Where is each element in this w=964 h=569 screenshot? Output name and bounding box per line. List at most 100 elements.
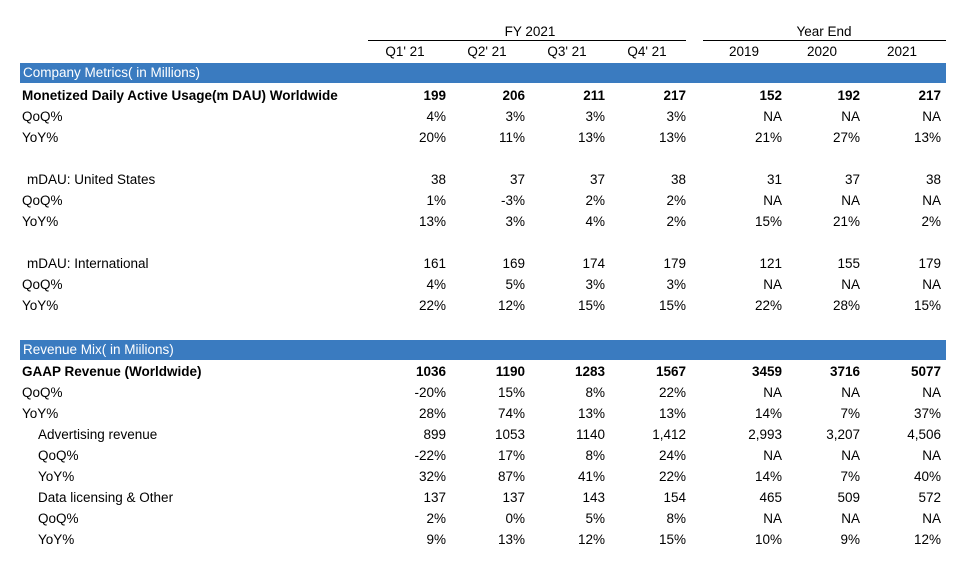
row-value-cell: NA <box>922 277 941 292</box>
row-value-cell: 17% <box>497 448 525 463</box>
column-header-q3: Q3' 21 <box>547 44 587 59</box>
row-value-cell: 13% <box>658 130 686 145</box>
row-value-cell: -22% <box>414 448 446 463</box>
row-value-cell: 12% <box>497 298 525 313</box>
row-value-cell: 179 <box>918 256 941 271</box>
row-value-cell: 20% <box>418 130 446 145</box>
row-value-cell: 899 <box>423 427 446 442</box>
row-value-cell: 13% <box>577 130 605 145</box>
row-value-cell: 4,506 <box>907 427 941 442</box>
row-value-cell: NA <box>841 277 860 292</box>
column-header-2021: 2021 <box>886 44 918 59</box>
row-label: QoQ% <box>22 385 63 400</box>
row-value-cell: 27% <box>832 130 860 145</box>
row-value-cell: 28% <box>832 298 860 313</box>
row-value-cell: NA <box>922 385 941 400</box>
row-value-cell: 1567 <box>655 364 686 379</box>
row-value-cell: 1036 <box>415 364 446 379</box>
row-value-cell: 572 <box>918 490 941 505</box>
row-value-cell: NA <box>841 511 860 526</box>
row-value-cell: NA <box>922 109 941 124</box>
column-header-2020: 2020 <box>806 44 838 59</box>
row-value-cell: 13% <box>658 406 686 421</box>
row-value-cell: 143 <box>582 490 605 505</box>
row-value-cell: NA <box>922 193 941 208</box>
row-label: YoY% <box>38 469 75 484</box>
row-value-cell: 4% <box>426 109 446 124</box>
row-value-cell: 1190 <box>495 364 525 379</box>
row-value-cell: 3,207 <box>826 427 860 442</box>
row-value-cell: 31 <box>766 172 782 187</box>
row-value-cell: 15% <box>754 214 782 229</box>
row-value-cell: 15% <box>577 298 605 313</box>
row-value-cell: 24% <box>658 448 686 463</box>
column-header-2019: 2019 <box>728 44 760 59</box>
section-title: Company Metrics( in Millions) <box>23 65 201 80</box>
row-value-cell: 0% <box>505 511 525 526</box>
group-header-year-end: Year End <box>796 24 852 39</box>
row-value-cell: 1140 <box>575 427 605 442</box>
row-value-cell: 14% <box>754 406 782 421</box>
row-value-cell: 174 <box>582 256 605 271</box>
row-value-cell: 154 <box>663 490 686 505</box>
row-value-cell: 41% <box>577 469 605 484</box>
row-label: YoY% <box>22 298 59 313</box>
row-value-cell: 2,993 <box>748 427 782 442</box>
row-value-cell: 13% <box>913 130 941 145</box>
row-label: QoQ% <box>38 448 79 463</box>
row-value-cell: 40% <box>913 469 941 484</box>
row-value-cell: 38 <box>925 172 941 187</box>
row-value-cell: 12% <box>913 532 941 547</box>
row-value-cell: 15% <box>913 298 941 313</box>
row-value-cell: 7% <box>840 406 860 421</box>
table-row: YoY%28%74%13%13%14%7%37% <box>0 403 964 424</box>
row-value-cell: 8% <box>666 511 686 526</box>
row-value-cell: 192 <box>837 88 860 103</box>
row-label: Advertising revenue <box>38 427 158 442</box>
row-value-cell: NA <box>841 385 860 400</box>
row-label: QoQ% <box>22 109 63 124</box>
row-value-cell: 1053 <box>494 427 525 442</box>
row-value-cell: NA <box>763 511 782 526</box>
row-value-cell: 37 <box>844 172 860 187</box>
row-value-cell: 3% <box>666 109 686 124</box>
row-value-cell: 2% <box>585 193 605 208</box>
row-value-cell: NA <box>763 385 782 400</box>
row-value-cell: 12% <box>577 532 605 547</box>
row-value-cell: 5% <box>505 277 525 292</box>
row-value-cell: 15% <box>658 532 686 547</box>
row-value-cell: 5% <box>585 511 605 526</box>
row-value-cell: 2% <box>426 511 446 526</box>
row-value-cell: NA <box>763 277 782 292</box>
table-row: YoY%32%87%41%22%14%7%40% <box>0 466 964 487</box>
row-value-cell: 13% <box>577 406 605 421</box>
column-header-q2: Q2' 21 <box>467 44 507 59</box>
row-value-cell: 1% <box>426 193 446 208</box>
row-value-cell: NA <box>763 109 782 124</box>
row-value-cell: 3% <box>505 109 525 124</box>
group-underline-year-end <box>703 40 946 41</box>
row-value-cell: NA <box>763 193 782 208</box>
row-value-cell: 15% <box>497 385 525 400</box>
row-value-cell: 10% <box>754 532 782 547</box>
row-value-cell: 15% <box>658 298 686 313</box>
row-value-cell: 28% <box>418 406 446 421</box>
row-label: Data licensing & Other <box>38 490 174 505</box>
row-value-cell: 37% <box>913 406 941 421</box>
table-row: Monetized Daily Active Usage(m DAU) Worl… <box>0 85 964 106</box>
row-value-cell: 211 <box>583 88 605 103</box>
row-value-cell: 38 <box>670 172 686 187</box>
row-value-cell: -3% <box>500 193 525 208</box>
row-value-cell: 465 <box>759 490 782 505</box>
row-value-cell: 155 <box>837 256 860 271</box>
row-value-cell: NA <box>841 193 860 208</box>
row-label: QoQ% <box>22 277 63 292</box>
row-value-cell: 137 <box>502 490 525 505</box>
row-value-cell: 169 <box>502 256 525 271</box>
group-underline-fy2021 <box>368 40 686 41</box>
row-value-cell: 3459 <box>751 364 782 379</box>
